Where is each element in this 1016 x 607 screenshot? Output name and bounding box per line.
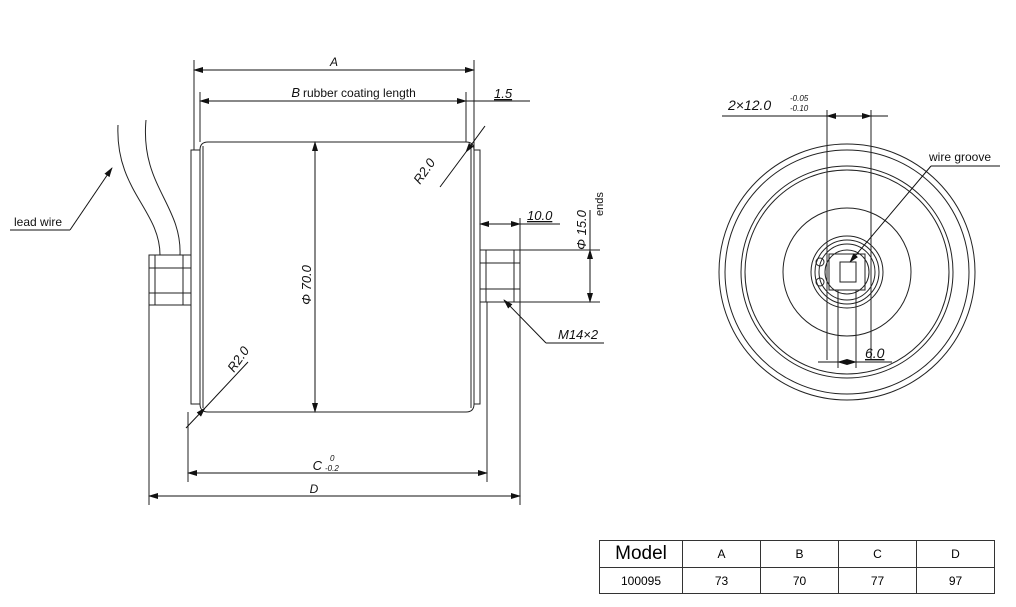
label-radius-bottom: R2.0 [224,343,252,375]
end-view-dimensions [722,113,1000,365]
label-flat-dim: 2×12.0 [727,97,771,113]
label-dim-gap: 1.5 [494,86,513,101]
shaft-left [148,254,192,306]
label-shaft-dia: Φ 15.0 [574,209,589,250]
side-view [117,60,600,505]
outer-circle [718,143,976,401]
label-flat-tol-lower: -0.10 [790,104,809,113]
table-row: 100095 73 70 77 97 [599,567,995,594]
lead-wire-cable [117,124,161,256]
label-dim-c-upper: 0 [330,454,335,463]
label-radius-top: R2.0 [410,155,438,187]
header-d: D [916,540,995,568]
label-dim-c: C [313,458,323,473]
header-a: A [682,540,761,568]
end-view-labels: 2×12.0 -0.05 -0.10 wire groove 6.0 [727,94,991,361]
label-diameter-body: Φ 70.0 [299,264,314,305]
header-b: B [760,540,839,568]
label-lead-wire: lead wire [14,215,62,229]
cell-model: 100095 [599,567,683,594]
label-dim-a: A [329,55,338,69]
flange-left [190,149,201,405]
flange-right [473,149,481,405]
cell-d: 97 [916,567,995,594]
label-thread: M14×2 [558,327,599,342]
label-shaft-dia-note: ends [594,192,606,216]
side-view-labels: A B rubber coating length 1.5 R2.0 R2.0 … [14,55,606,496]
label-dim-b-note: rubber coating length [303,86,416,100]
cell-b: 70 [760,567,839,594]
header-model: Model [599,540,683,568]
roller-body [199,141,475,413]
label-flat-width: 6.0 [865,345,885,361]
label-dim-b: B [291,85,300,100]
spec-table: Model A B C D 100095 73 70 77 97 [599,540,995,594]
label-wire-groove: wire groove [928,150,991,164]
cell-a: 73 [682,567,761,594]
label-flat-tol-upper: -0.05 [790,94,809,103]
shaft-right [479,249,521,303]
side-view-dimensions [10,67,604,499]
spec-table-header: Model A B C D [599,540,995,568]
shaft-flat [828,253,866,291]
label-dim-d: D [310,482,319,496]
label-shaft-len: 10.0 [527,208,553,223]
header-c: C [838,540,917,568]
cell-c: 77 [838,567,917,594]
end-view [718,110,976,401]
label-dim-c-lower: -0.2 [325,464,339,473]
